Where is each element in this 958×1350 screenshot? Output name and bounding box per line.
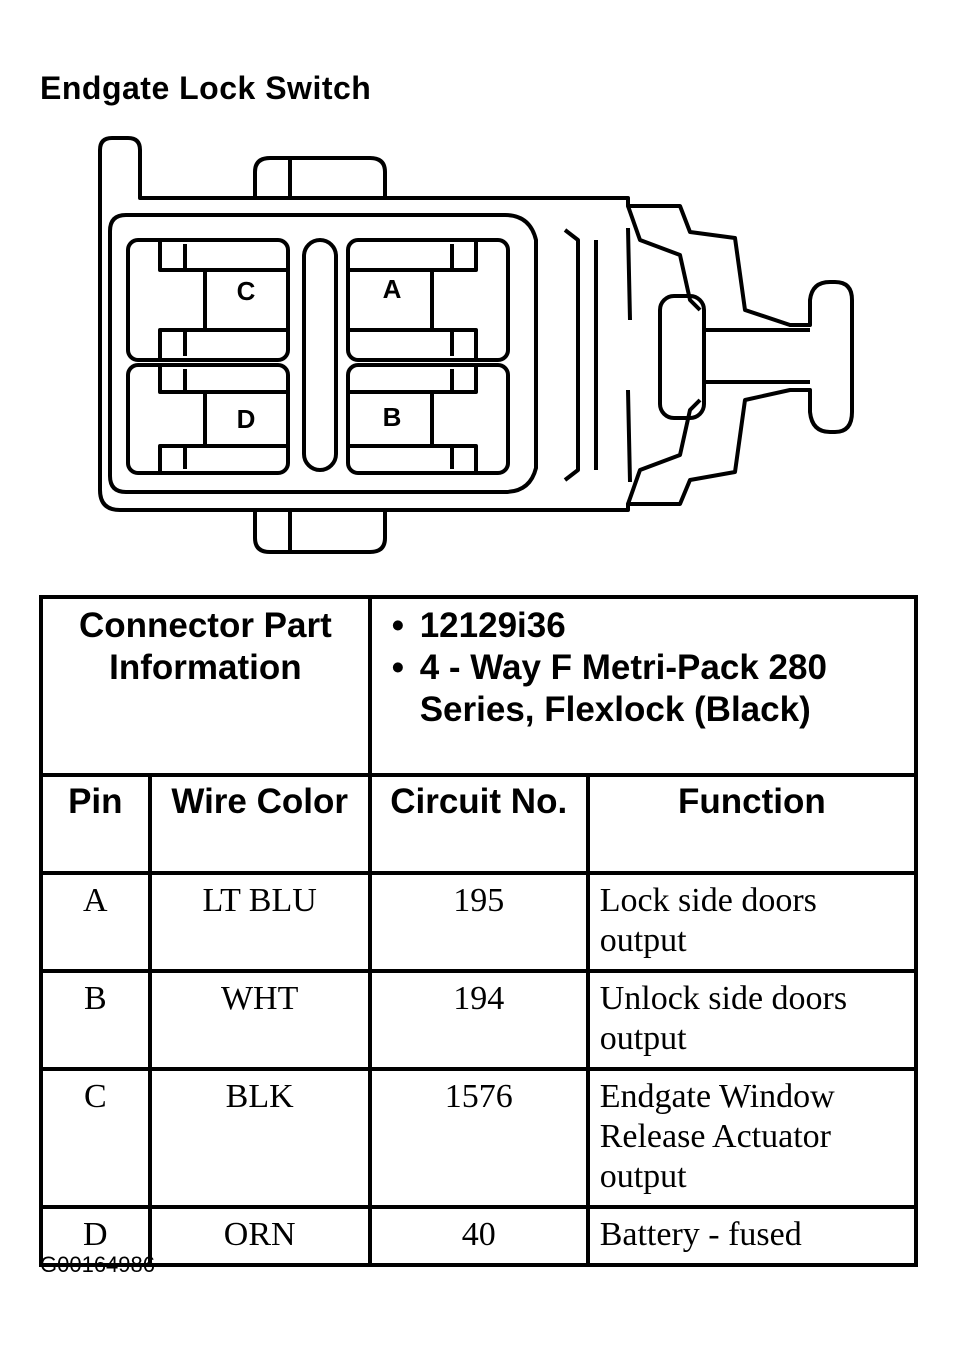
cell-wire-color: ORN [147,1205,372,1267]
cell-function: Unlock side doors output [585,969,919,1071]
part-info-row: Connector Part Information 12129i36 4 - … [39,595,919,777]
part-number: 12129i36 [392,605,914,647]
table-row: A LT BLU 195 Lock side doors output [39,871,919,973]
cell-function: Lock side doors output [585,871,919,973]
header-pin: Pin [39,773,152,875]
pin-cavity-b [346,363,510,475]
cell-function: Endgate Window Release Actuator output [585,1067,919,1209]
cell-pin: D [39,1205,152,1267]
connector-top-tab [253,156,387,198]
pin-cavity-a [346,238,510,362]
connector-cavity [108,213,538,494]
cell-pin: B [39,969,152,1071]
cell-wire-color: LT BLU [147,871,372,973]
pin-label-a: A [383,274,402,304]
cell-wire-color: WHT [147,969,372,1071]
header-wire-color: Wire Color [147,773,372,875]
part-description: 4 - Way F Metri-Pack 280 Series, Flexloc… [392,647,914,731]
connector-center-rib [302,238,338,472]
cell-circuit: 1576 [367,1067,590,1209]
figure-code: G00164986 [40,1252,155,1277]
connector-housing [98,136,854,512]
pin-label-d: D [237,404,256,434]
pin-label-c: C [237,276,256,306]
table-header-row: Pin Wire Color Circuit No. Function [39,773,919,875]
part-info-values: 12129i36 4 - Way F Metri-Pack 280 Series… [367,595,919,777]
header-circuit-no: Circuit No. [367,773,590,875]
cell-pin: C [39,1067,152,1209]
connector-info-table: Connector Part Information 12129i36 4 - … [39,595,919,1267]
cell-circuit: 40 [367,1205,590,1267]
connector-diagram: C A D B [98,136,854,554]
cell-circuit: 195 [367,871,590,973]
part-info-label: Connector Part Information [39,595,372,777]
cell-function: Battery - fused [585,1205,919,1267]
connector-bottom-tab [253,508,387,554]
cell-pin: A [39,871,152,973]
pin-label-b: B [383,402,402,432]
header-function: Function [585,773,919,875]
diagram-title: Endgate Lock Switch [40,70,372,106]
pin-cavity-d [126,363,290,475]
table-row: B WHT 194 Unlock side doors output [39,969,919,1071]
cell-wire-color: BLK [147,1067,372,1209]
cell-circuit: 194 [367,969,590,1071]
pin-cavity-c [126,238,290,362]
table-row: D ORN 40 Battery - fused [39,1205,919,1267]
table-row: C BLK 1576 Endgate Window Release Actuat… [39,1067,919,1209]
